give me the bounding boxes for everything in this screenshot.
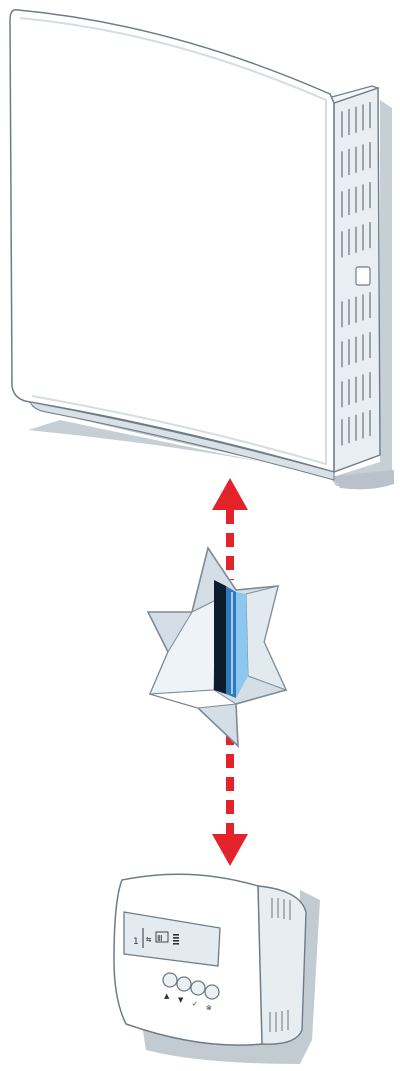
unit-front-bevel [19,17,327,466]
arrow-head-down [212,834,248,866]
down-button-label: ▼ [178,996,184,1004]
wall-thermostat-icon: 1 ⇆ Ⅲ ▲ ▼ ✓ ⊗ [113,873,320,1064]
display-fan-symbol: ⇆ [146,935,152,945]
bidirectional-dashed-arrow-icon [212,478,248,866]
cancel-button-label: ⊗ [206,1004,212,1012]
thermostat-side-vents [269,898,291,1032]
confirm-button-label: ✓ [192,1000,198,1008]
ventilation-unit-icon [9,8,394,490]
cancel-button[interactable] [204,984,220,1000]
star-face-bottom [149,689,238,709]
duct-light-layer [236,592,248,698]
arrow-head-up [212,478,248,510]
duct-dark-layer [214,580,226,694]
unit-bottom-lip [29,401,335,481]
display-bar-indicator [173,934,179,945]
display-level-box [155,931,169,943]
star-face-right [245,585,287,691]
duct-blue-layer [226,586,236,698]
thermostat-display [123,911,221,967]
wall-penetration-icon [146,546,288,748]
unit-front-cover [9,8,335,473]
up-button-label: ▲ [164,992,170,1000]
up-button[interactable] [162,972,178,988]
thermostat-side [257,885,307,1045]
down-button[interactable] [176,976,192,992]
thermostat-button-row [162,972,220,1000]
side-vent-grid [341,102,371,446]
display-level-label: Ⅲ [157,934,163,943]
side-connector [355,266,371,286]
display-mode-digit: 1 [133,937,138,947]
thermostat-button-labels: ▲ ▼ ✓ ⊗ [164,992,212,1012]
confirm-button[interactable] [190,980,206,996]
